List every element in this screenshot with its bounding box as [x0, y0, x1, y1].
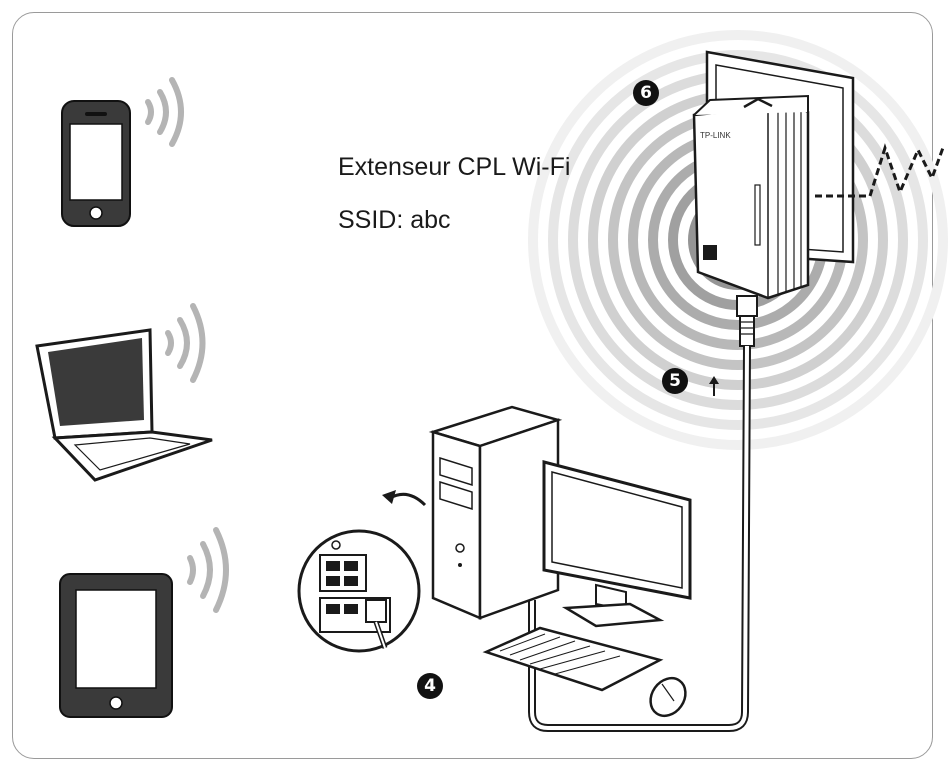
- pc-back-panel-inset: [297, 529, 421, 653]
- mouse: [649, 676, 687, 718]
- pc-tower: [428, 405, 563, 620]
- ethernet-plug: [736, 295, 758, 347]
- wifi-signal-icon: [145, 77, 184, 147]
- step-5-badge: 5: [662, 368, 688, 394]
- monitor: [542, 460, 692, 628]
- wifi-signal-icon: [165, 303, 206, 383]
- keyboard: [482, 626, 664, 692]
- step-4-badge: 4: [417, 673, 443, 699]
- laptop: [35, 328, 213, 482]
- wifi-signal-icon: [187, 527, 229, 613]
- extender-brand-logo: TP-LINK: [700, 131, 731, 140]
- smartphone: [61, 100, 131, 227]
- powerline-extender: [692, 94, 810, 300]
- up-arrow-icon: [709, 376, 719, 396]
- rotate-arrow-icon: [382, 490, 427, 507]
- tablet: [59, 573, 173, 718]
- step-6-badge: 6: [633, 80, 659, 106]
- powerline-signal: [815, 143, 946, 198]
- ssid-label: SSID: abc: [338, 206, 451, 234]
- extender-title: Extenseur CPL Wi-Fi: [338, 153, 571, 181]
